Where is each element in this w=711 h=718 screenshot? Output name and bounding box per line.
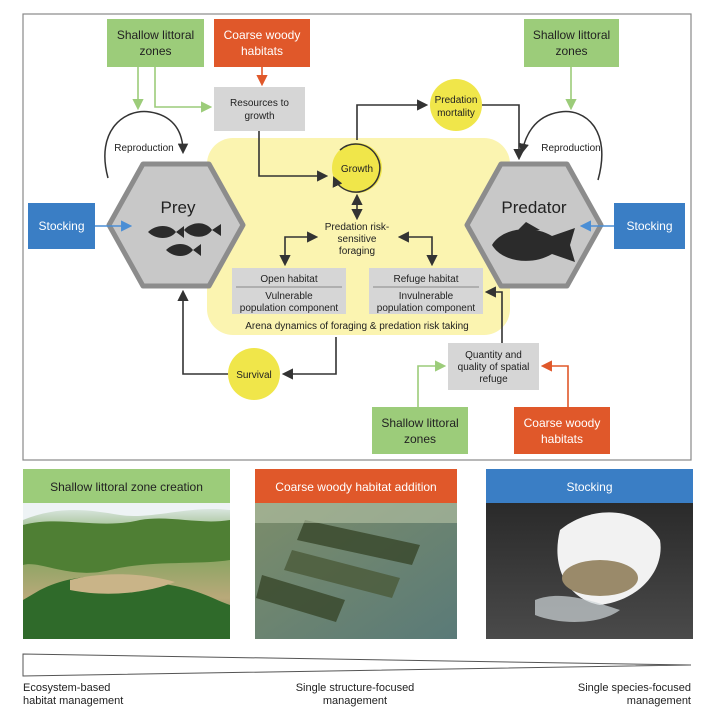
diagram-frame — [22, 13, 692, 461]
panel-shallow: Shallow littoral zone creation — [23, 469, 230, 639]
shallow-littoral-left-box: Shallow littoral zones — [107, 19, 204, 67]
refuge-habitat-box: Refuge habitat Invulnerable population c… — [369, 268, 483, 314]
coarse-woody-top-box: Coarse woody habitats — [214, 19, 310, 67]
open-habitat-desc2: population component — [240, 303, 339, 314]
scale-middle-line2: management — [322, 695, 388, 707]
shallow-littoral-right-line2: zones — [555, 44, 587, 58]
reproduction-left-label: Reproduction — [114, 143, 173, 154]
resources-to-growth-box: Resources to growth — [214, 87, 305, 131]
resources-line1: Resources to — [230, 98, 289, 109]
shallow-littoral-bottom-box: Shallow littoral zones — [372, 407, 468, 454]
scale-right-line1: Single species-focused — [577, 682, 691, 694]
scale-left-line2: habitat management — [23, 695, 124, 707]
shallow-littoral-right-line1: Shallow littoral — [533, 28, 610, 42]
survival-label: Survival — [236, 370, 272, 381]
arrow-shallow-left-to-resources — [154, 67, 213, 113]
prey-fish-icon — [148, 223, 221, 256]
coarse-woody-bottom-box: Coarse woody habitats — [514, 407, 610, 454]
stocking-right-box: Stocking — [614, 203, 685, 249]
panel-shallow-photo — [23, 503, 230, 639]
coarse-woody-bottom-line2: habitats — [541, 432, 583, 446]
quantity-refuge-box: Quantity and quality of spatial refuge — [448, 343, 539, 390]
shallow-littoral-bottom-line1: Shallow littoral — [381, 416, 458, 430]
scale-right-label: Single species-focused management — [548, 682, 691, 708]
prey-label: Prey — [161, 198, 196, 217]
arrow-shallow-bottom-to-quantity — [417, 360, 447, 407]
shallow-littoral-right-box: Shallow littoral zones — [524, 19, 619, 67]
predation-mortality-line1: Predation — [435, 95, 478, 106]
open-habitat-title: Open habitat — [260, 274, 317, 285]
arrow-woody-bottom-to-quantity — [540, 360, 569, 407]
predator-label: Predator — [501, 198, 567, 217]
predator-hexagon: Predator — [464, 161, 604, 289]
foraging-line3: foraging — [339, 246, 375, 257]
coarse-woody-top-line2: habitats — [241, 44, 283, 58]
refuge-habitat-desc1: Invulnerable — [399, 291, 454, 302]
shallow-littoral-bottom-line2: zones — [404, 432, 436, 446]
stocking-left-label: Stocking — [38, 219, 84, 233]
predation-mortality-node: Predation mortality — [430, 79, 482, 131]
panel-stocking-title: Stocking — [566, 480, 612, 494]
quantity-refuge-line2: quality of spatial — [458, 362, 530, 373]
stocking-right-label: Stocking — [626, 219, 672, 233]
refuge-habitat-desc2: population component — [377, 303, 476, 314]
scale-right-line2: management — [626, 695, 691, 707]
panel-stocking: Stocking — [486, 469, 693, 639]
reproduction-left-loop — [104, 110, 189, 179]
prey-hexagon: Prey — [106, 161, 246, 289]
growth-label: Growth — [341, 164, 373, 175]
refuge-habitat-title: Refuge habitat — [393, 274, 458, 285]
predation-mortality-line2: mortality — [437, 108, 475, 119]
arrow-growth-to-mortality — [356, 99, 429, 140]
arrow-mortality-to-predator — [482, 104, 525, 161]
management-scale — [22, 653, 692, 677]
coarse-woody-bottom-line1: Coarse woody — [524, 416, 601, 430]
arrow-survival-to-prey — [177, 289, 228, 375]
scale-left-line1: Ecosystem-based — [23, 682, 111, 694]
panel-woody: Coarse woody habitat addition — [255, 469, 457, 639]
panel-woody-photo — [255, 503, 457, 639]
open-habitat-desc1: Vulnerable — [265, 291, 313, 302]
reproduction-right-loop — [518, 110, 603, 181]
arena-caption: Arena dynamics of foraging & predation r… — [245, 321, 468, 332]
arrow-refuge-quantity-to-arena — [484, 286, 503, 343]
arrow-foraging-refuge — [397, 231, 438, 267]
foraging-line2: sensitive — [338, 234, 377, 245]
growth-node: Growth — [332, 143, 382, 193]
shallow-littoral-left-line1: Shallow littoral — [117, 28, 194, 42]
resources-line2: growth — [244, 111, 274, 122]
open-habitat-box: Open habitat Vulnerable population compo… — [232, 268, 346, 314]
panel-stocking-photo — [486, 503, 693, 639]
quantity-refuge-line3: refuge — [479, 374, 508, 385]
diagram-arrows — [95, 67, 614, 407]
scale-middle-line1: Single structure-focused — [295, 682, 415, 694]
arrow-arena-to-survival — [281, 337, 337, 380]
reproduction-right-label: Reproduction — [541, 143, 600, 154]
panel-woody-title: Coarse woody habitat addition — [275, 480, 436, 494]
survival-node: Survival — [228, 348, 280, 400]
scale-middle-label: Single structure-focused management — [275, 682, 435, 708]
arrow-foraging-open — [279, 231, 319, 267]
predator-fish-icon — [492, 222, 575, 262]
arrow-resources-to-growth — [258, 131, 329, 182]
scale-left-label: Ecosystem-based habitat management — [23, 682, 123, 708]
quantity-refuge-line1: Quantity and — [465, 350, 522, 361]
shallow-littoral-left-line2: zones — [139, 44, 171, 58]
coarse-woody-top-line1: Coarse woody — [224, 28, 301, 42]
panel-shallow-title: Shallow littoral zone creation — [50, 480, 203, 494]
foraging-line1: Predation risk- — [325, 222, 389, 233]
stocking-left-box: Stocking — [28, 203, 95, 249]
